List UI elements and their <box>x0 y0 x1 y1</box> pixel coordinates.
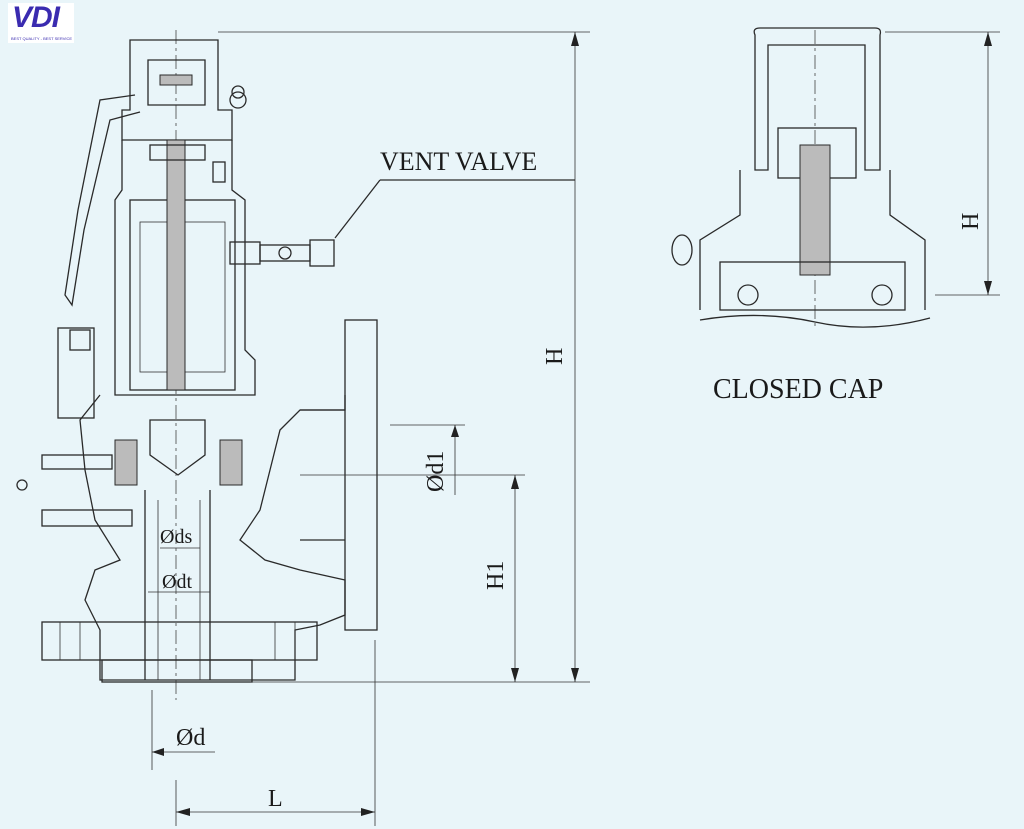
dimension-h1: H1 <box>483 561 509 590</box>
closed-cap-view <box>671 27 1000 330</box>
dimension-h-cap: H <box>958 213 984 230</box>
dimension-dt: Ødt <box>162 571 192 593</box>
vent-valve-label: VENT VALVE <box>380 147 537 176</box>
safety-valve-section <box>16 30 575 700</box>
closed-cap-label: CLOSED CAP <box>713 374 883 405</box>
dimension-ds: Øds <box>160 526 192 548</box>
logo-tagline: BEST QUALITY - BEST SERVICE <box>11 36 73 41</box>
logo-text: VDI <box>12 1 60 34</box>
dimension-lines <box>148 31 590 826</box>
dimension-h-main: H <box>542 348 568 365</box>
dimension-d1: Ød1 <box>423 451 449 492</box>
dimension-l: L <box>268 786 283 812</box>
company-logo: VDI BEST QUALITY - BEST SERVICE <box>8 1 74 43</box>
dimension-d: Ød <box>176 725 205 751</box>
